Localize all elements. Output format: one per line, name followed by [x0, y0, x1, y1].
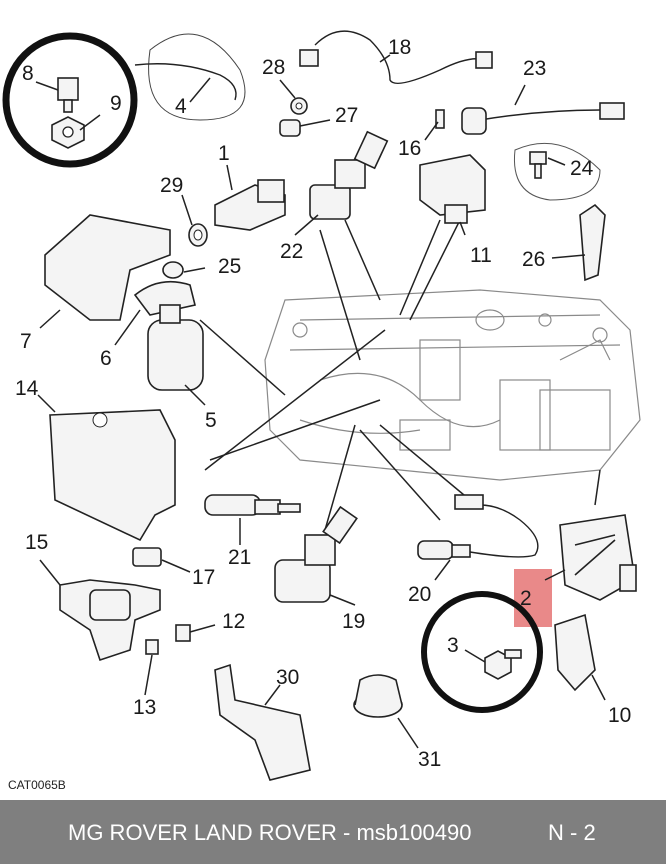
sensor-19 [274, 505, 358, 603]
callout-17: 17 [192, 566, 215, 589]
callout-7: 7 [20, 330, 32, 353]
callout-4: 4 [175, 95, 187, 118]
bracket-7 [44, 214, 171, 321]
washer-bolt-27-28 [279, 97, 308, 137]
callout-21: 21 [228, 546, 251, 569]
bracket-26 [579, 203, 606, 282]
callout-14: 14 [15, 377, 39, 400]
module-11 [419, 154, 486, 224]
callout-5: 5 [205, 409, 217, 432]
callout-27: 27 [335, 104, 358, 127]
bolt-washer-group [2, 32, 138, 168]
callout-18: 18 [388, 36, 411, 59]
callout-15: 15 [25, 531, 48, 554]
callout-13: 13 [133, 696, 156, 719]
callout-1: 1 [218, 142, 230, 165]
leader-lines [199, 219, 601, 531]
callout-12: 12 [222, 610, 245, 633]
callout-26: 26 [522, 248, 545, 271]
callout-11: 11 [470, 244, 492, 267]
footer-title: MG ROVER LAND ROVER - msb100490 [68, 820, 472, 845]
hose-part [134, 33, 246, 121]
bolt-16 [435, 109, 445, 129]
callout-leaders [35, 54, 606, 749]
callout-8: 8 [22, 62, 34, 85]
knock-sensor-23 [461, 102, 625, 201]
callout-19: 19 [342, 610, 365, 633]
callout-20: 20 [408, 583, 431, 606]
plate-14 [49, 409, 176, 542]
callout-16: 16 [398, 137, 421, 160]
callout-31: 31 [418, 748, 441, 771]
highlight-part-2 [514, 569, 552, 627]
callout-2: 2 [520, 587, 532, 610]
callout-28: 28 [262, 56, 285, 79]
callout-10: 10 [608, 704, 631, 727]
coil-assembly-5-6 [133, 261, 204, 391]
callout-22: 22 [280, 240, 303, 263]
callout-29: 29 [160, 174, 183, 197]
washer-29 [188, 223, 208, 247]
bracket-10 [554, 613, 596, 692]
grommet-31 [353, 674, 403, 718]
pressure-switch-1 [214, 179, 286, 231]
callout-6: 6 [100, 347, 112, 370]
callout-25: 25 [218, 255, 241, 278]
bracket-30 [214, 663, 311, 781]
cap-17 [132, 547, 162, 567]
callout-23: 23 [523, 57, 546, 80]
footer-bar: MG ROVER LAND ROVER - msb100490 N - 2 [0, 800, 666, 864]
sensor-20 [417, 494, 539, 560]
sensor-22 [309, 130, 389, 220]
ecu-2 [559, 514, 637, 601]
callout-30: 30 [276, 666, 299, 689]
callout-3: 3 [447, 634, 459, 657]
sensor-wire-18 [299, 30, 493, 84]
catalog-code: CAT0065B [8, 778, 66, 792]
engine-bay-illustration [264, 289, 641, 481]
callout-24: 24 [570, 157, 594, 180]
bolts-12-13 [145, 624, 191, 655]
footer-page-number: N - 2 [548, 820, 596, 845]
parts-diagram: 1 2 3 4 5 6 7 8 9 10 11 12 13 14 15 16 1… [2, 30, 641, 781]
bolt-3-group [421, 591, 543, 713]
sensor-21 [204, 494, 301, 516]
part-15-assembly [59, 579, 161, 662]
callout-labels: 1 2 3 4 5 6 7 8 9 10 11 12 13 14 15 16 1… [15, 36, 631, 771]
callout-9: 9 [110, 92, 122, 115]
